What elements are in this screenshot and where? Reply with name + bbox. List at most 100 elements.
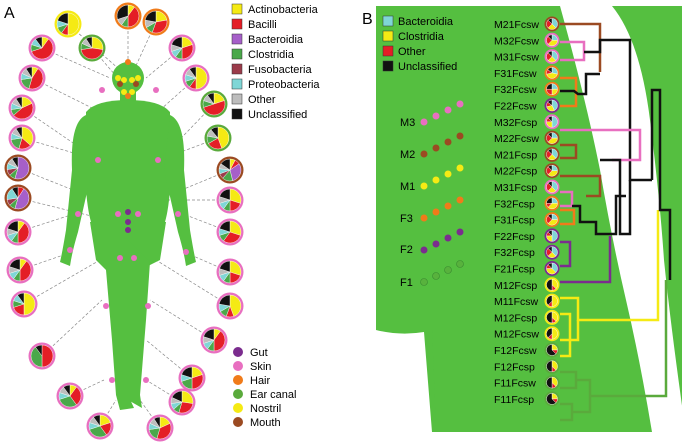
pie-slice [41, 344, 54, 368]
leaf-pie-4 [544, 65, 560, 81]
leaf-pie-21 [544, 342, 560, 358]
site-pie-20 [216, 258, 244, 286]
site-dot [135, 211, 141, 217]
site-dot [129, 89, 135, 95]
legend-item-clostridia: Clostridia [231, 48, 295, 61]
subject-dot [444, 138, 452, 146]
site-dot [129, 77, 135, 83]
leaf-pie-16 [544, 261, 560, 276]
legend-site-mouth: Mouth [233, 417, 281, 429]
pie-slice [35, 36, 43, 49]
legend-item-other: Other [231, 93, 276, 106]
svg-text:Hair: Hair [250, 375, 271, 387]
leaf-pie-20 [544, 326, 560, 342]
svg-text:Other: Other [398, 46, 426, 58]
site-pie-10 [8, 94, 36, 122]
leaf-label: F21Fcsp [494, 264, 535, 276]
leaf-label: M12Fcsp [494, 280, 537, 292]
pie-slice [13, 103, 34, 120]
svg-text:Bacilli: Bacilli [248, 19, 277, 31]
pie-slice [189, 66, 197, 79]
subject-dot [444, 234, 452, 242]
subject-dot-rows [420, 100, 464, 286]
clade-mid-black [600, 158, 632, 236]
legend-b-unclassified: Unclassified [382, 60, 457, 73]
leaf-label: M22Fcsw [494, 133, 539, 145]
pie-slice [217, 126, 230, 149]
pie-slice [547, 67, 553, 74]
clade-m32fcsp-skin [560, 128, 642, 162]
svg-text:Proteobacteria: Proteobacteria [248, 79, 320, 91]
pie-slice [229, 294, 242, 317]
legend-item-fusobacteria: Fusobacteria [231, 63, 312, 76]
leaf-pie-5 [544, 81, 560, 97]
leaf-pie-9 [544, 146, 560, 162]
leaf-pie-3 [544, 49, 560, 65]
site-dot [75, 211, 81, 217]
pie-slice [17, 222, 30, 244]
pie-slice [85, 36, 93, 49]
legend-site-gut: Gut [233, 347, 268, 359]
pie-slice [547, 99, 553, 106]
pie-slice [546, 311, 553, 324]
site-pie-22 [216, 292, 244, 320]
site-dot [133, 81, 139, 87]
pie-slice [546, 197, 553, 204]
pie-slice [551, 327, 558, 340]
svg-text:Clostridia: Clostridia [398, 31, 445, 43]
pie-slice [551, 116, 558, 128]
subject-dot [456, 164, 464, 172]
clade-nostril-low [560, 340, 572, 358]
site-pie-27 [86, 412, 114, 440]
site-dot [67, 247, 73, 253]
clade-nostril-inner [560, 312, 580, 342]
site-dot [117, 81, 123, 87]
leaf-pie-18 [544, 293, 560, 309]
connector-line [41, 299, 103, 357]
panel-a-site-legend: Gut Skin Hair Ear canal Nostril Mouth [233, 347, 296, 429]
clade-f32-black [560, 72, 600, 96]
site-dot [121, 89, 127, 95]
panel-a-taxa-legend: Actinobacteria Bacilli Bacteroidia Clost… [231, 3, 320, 121]
clade-mouth-m22fcsp [560, 174, 602, 198]
site-pie-15 [4, 184, 32, 212]
subject-dot [456, 196, 464, 204]
pie-slice [7, 220, 19, 233]
leaf-pie-22 [544, 358, 560, 374]
leaf-pie-6 [544, 98, 560, 113]
pie-slice [11, 186, 19, 199]
subject-dot [420, 150, 428, 158]
pie-slice [547, 213, 553, 221]
subject-dot [444, 202, 452, 210]
pie-slice [546, 376, 553, 389]
panel-b-label: B [362, 11, 373, 28]
panel-b-legend: Bacteroidia Clostridia Other Unclassifie… [382, 15, 457, 73]
site-dot [117, 255, 123, 261]
leaf-label: M11Fcsw [494, 296, 539, 308]
subject-dot [444, 106, 452, 114]
pie-slice [127, 6, 140, 28]
subject-labels: M3 M2 M1 F3 F2 F1 [400, 117, 415, 289]
site-pie-29 [168, 388, 196, 416]
site-dot [125, 209, 131, 215]
subject-dot [420, 214, 428, 222]
pie-slice [151, 19, 168, 34]
subject-dot [420, 278, 428, 286]
leaf-label: M31Fcsp [494, 182, 537, 194]
leaf-pie-10 [544, 163, 560, 179]
legend-b-clostridia: Clostridia [382, 30, 445, 43]
sampling-site-dots [67, 59, 189, 383]
clade-m21-m32 [560, 22, 602, 72]
site-pie-26 [178, 364, 206, 392]
pie-slice [28, 68, 44, 90]
leaf-pie-14 [544, 228, 560, 244]
pie-slice [546, 327, 553, 338]
subject-label-f3: F3 [400, 213, 413, 225]
leaf-pie-17 [544, 277, 560, 293]
leaf-label: F32Fcsw [494, 84, 537, 96]
pie-slice [9, 258, 21, 271]
legend-site-skin: Skin [233, 361, 271, 373]
clade-m31fcsp [560, 190, 574, 208]
legend-site-nostril: Nostril [233, 403, 281, 415]
leaf-label: F22Fcsw [494, 101, 537, 113]
